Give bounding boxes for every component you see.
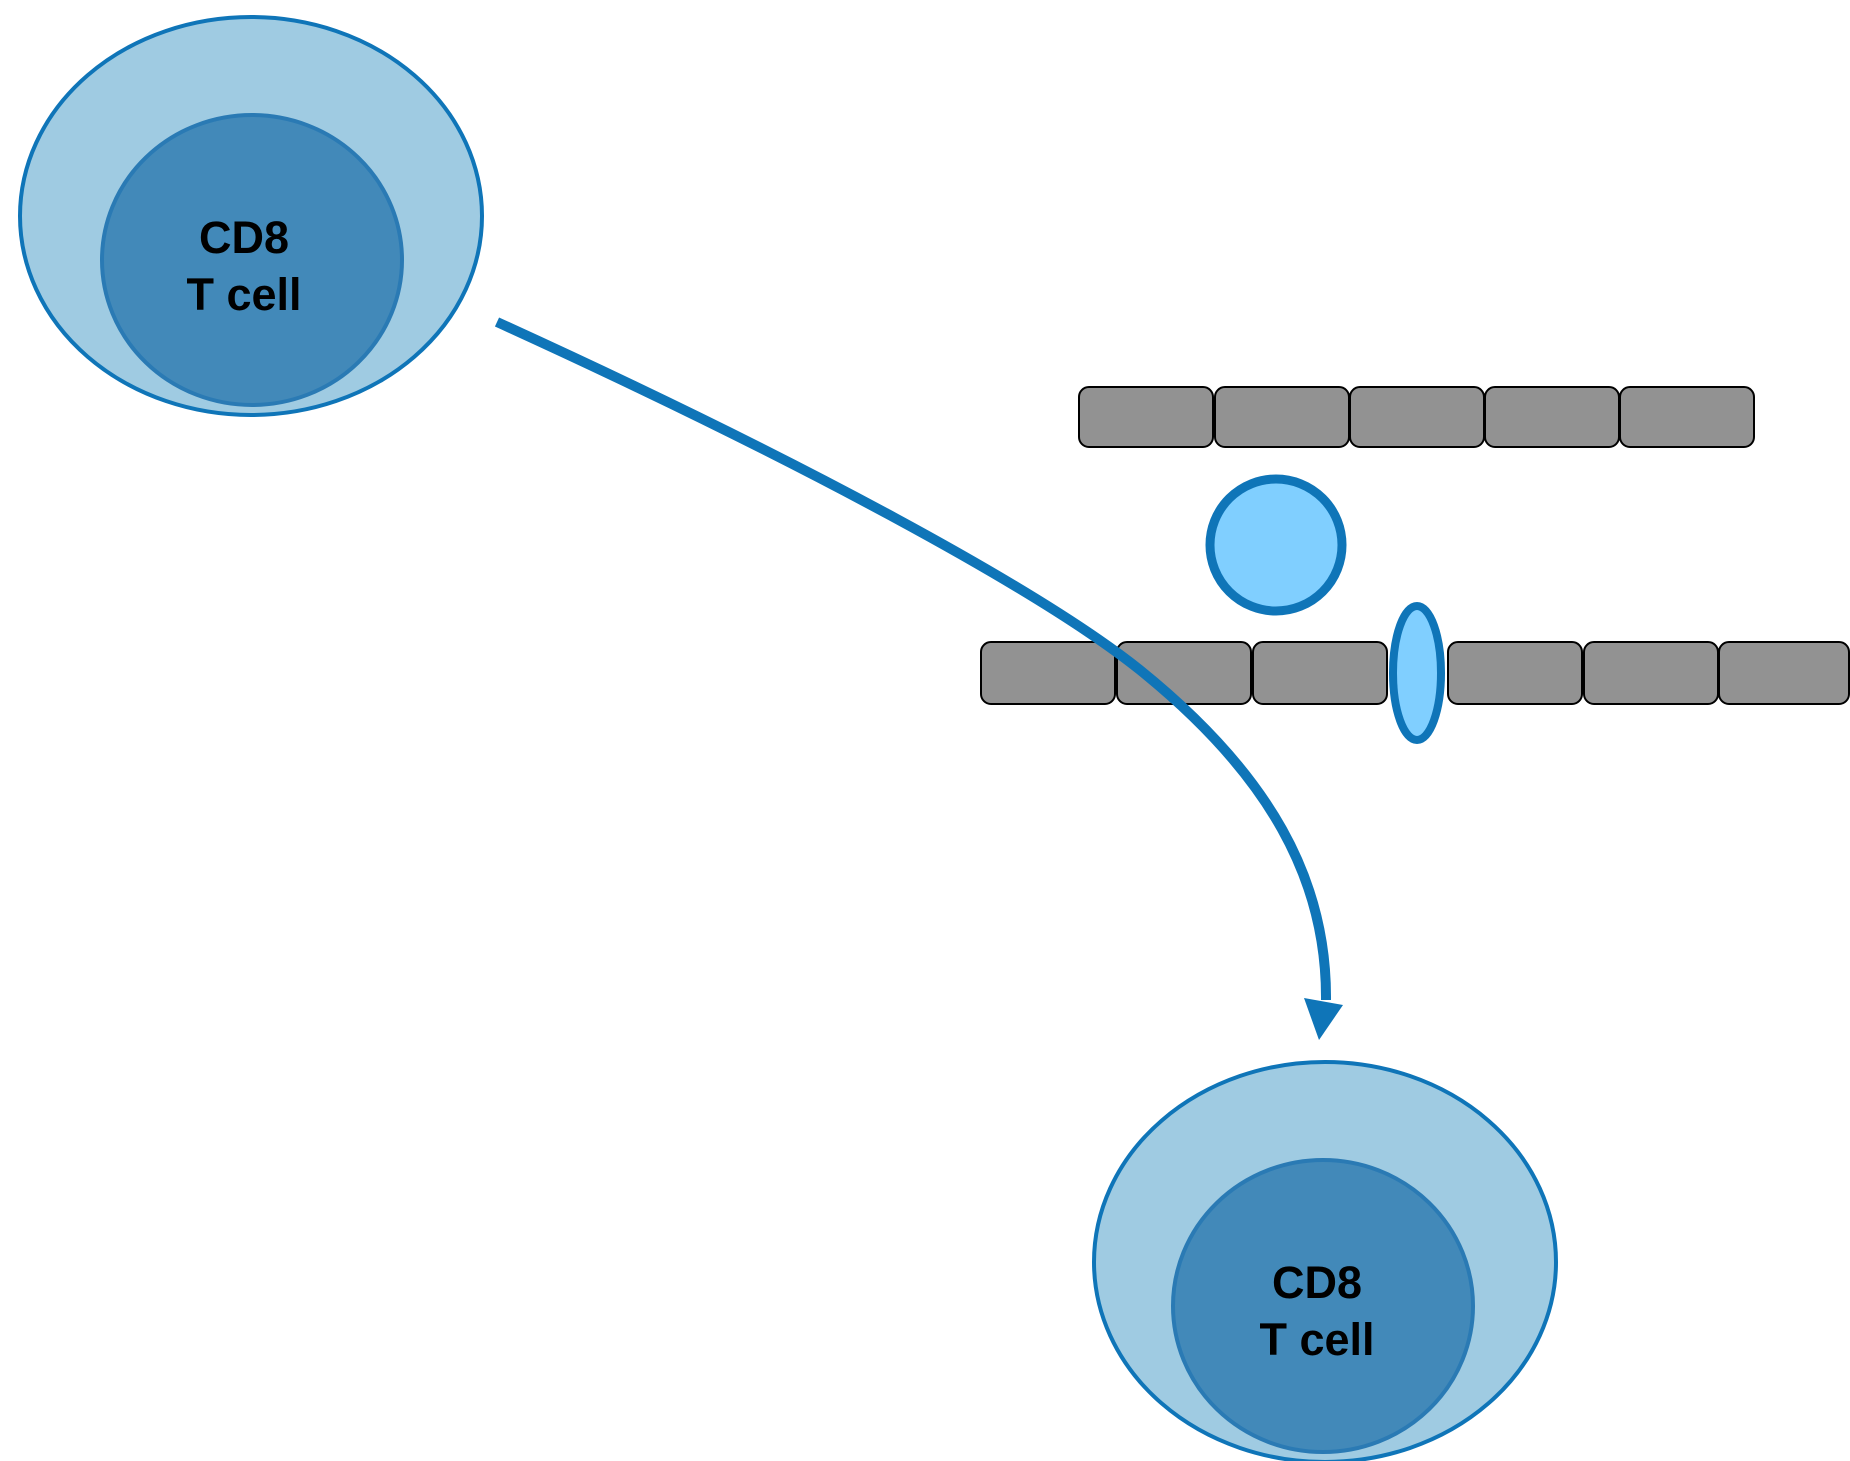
cell-nucleus xyxy=(100,113,404,407)
tissue-cell xyxy=(1252,641,1388,705)
antigen-circle-icon xyxy=(1205,474,1347,616)
tissue-cell xyxy=(1349,386,1485,448)
membrane-pore-icon xyxy=(1389,602,1445,744)
tissue-cell xyxy=(1619,386,1755,448)
tissue-cell xyxy=(980,641,1116,705)
cell-nucleus xyxy=(1171,1158,1475,1454)
lower-tissue-layer xyxy=(980,641,1850,705)
cell-label-line2: T cell xyxy=(186,269,301,320)
tissue-cell xyxy=(1078,386,1214,448)
tissue-cell xyxy=(1214,386,1350,448)
arrow-head xyxy=(1304,998,1343,1040)
tissue-cell xyxy=(1447,641,1583,705)
cell-label-line2: T cell xyxy=(1259,1314,1374,1365)
cell-label-line1: CD8 xyxy=(1272,1257,1362,1308)
cell-label-line1: CD8 xyxy=(199,212,289,263)
cd8-t-cell-source: CD8 T cell xyxy=(18,15,484,417)
tissue-cell xyxy=(1484,386,1620,448)
tissue-cell xyxy=(1718,641,1850,705)
upper-tissue-layer xyxy=(1078,386,1755,448)
arrow-shaft xyxy=(494,317,1332,1001)
tissue-cell xyxy=(1583,641,1719,705)
migration-arrow xyxy=(494,317,1343,1040)
cd8-t-cell-target: CD8 T cell xyxy=(1092,1060,1558,1461)
